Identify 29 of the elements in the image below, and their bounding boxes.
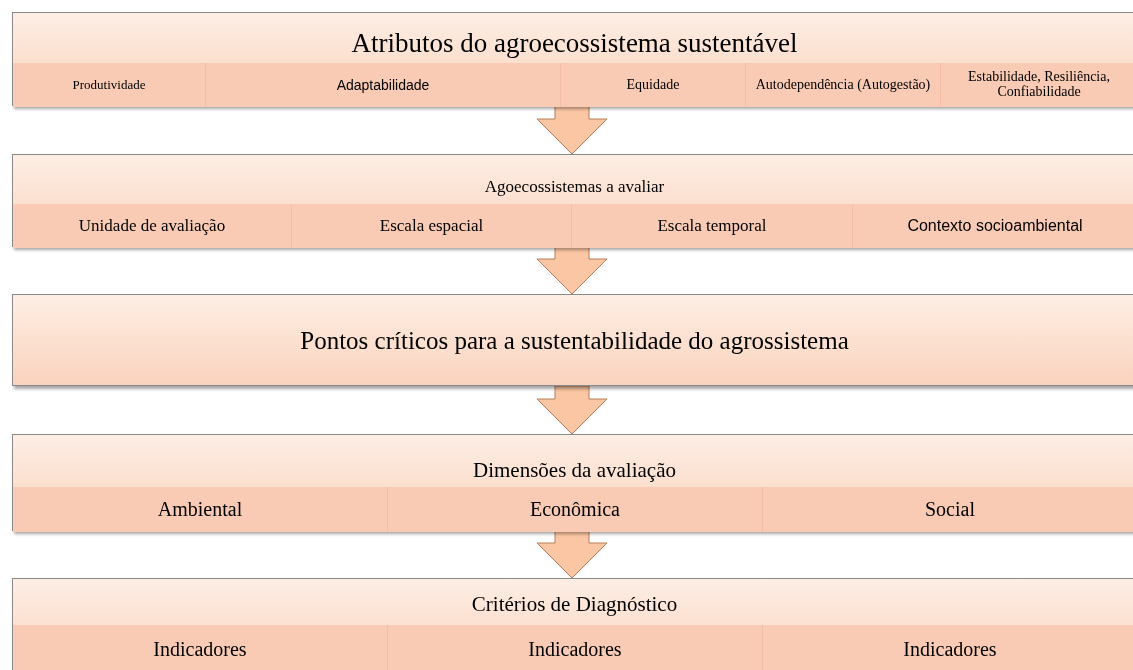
attribute-cell: Estabilidade, Resiliência, Confiabilidade [941,63,1133,107]
stage-band [12,12,1133,106]
attribute-cell: Ambiental [13,487,388,532]
band-heading: Atributos do agroecossistema sustentável [350,27,799,59]
stage-band [12,578,1133,670]
band-heading: Dimensões da avaliação [472,458,677,483]
attribute-cell: Produtividade [13,63,206,107]
attribute-cell: Equidade [561,63,746,107]
stage-band [12,154,1133,247]
attribute-cell: Autodependência (Autogestão) [746,63,941,107]
attribute-cell: Adaptabilidade [206,63,561,107]
attribute-cell: Contexto socioambiental [853,204,1133,248]
stage-band [12,434,1133,531]
attribute-cell: Indicadores [13,625,388,670]
stage-band [12,294,1133,386]
attribute-cell: Escala espacial [292,204,572,248]
band-heading: Critérios de Diagnóstico [470,592,679,617]
block-arrow [536,105,608,155]
band-heading: Agoecossistemas a avaliar [483,177,666,197]
attribute-cell: Indicadores [763,625,1133,670]
block-arrow [536,246,608,295]
attribute-cell: Indicadores [388,625,763,670]
band-heading: Pontos críticos para a sustentabilidade do agrossistema [299,326,850,356]
attribute-cell: Escala temporal [572,204,853,248]
block-arrow [536,530,608,579]
attribute-cell: Social [763,487,1133,532]
attribute-cell: Unidade de avaliação [13,204,292,248]
attribute-cell: Econômica [388,487,763,532]
block-arrow [536,385,608,435]
